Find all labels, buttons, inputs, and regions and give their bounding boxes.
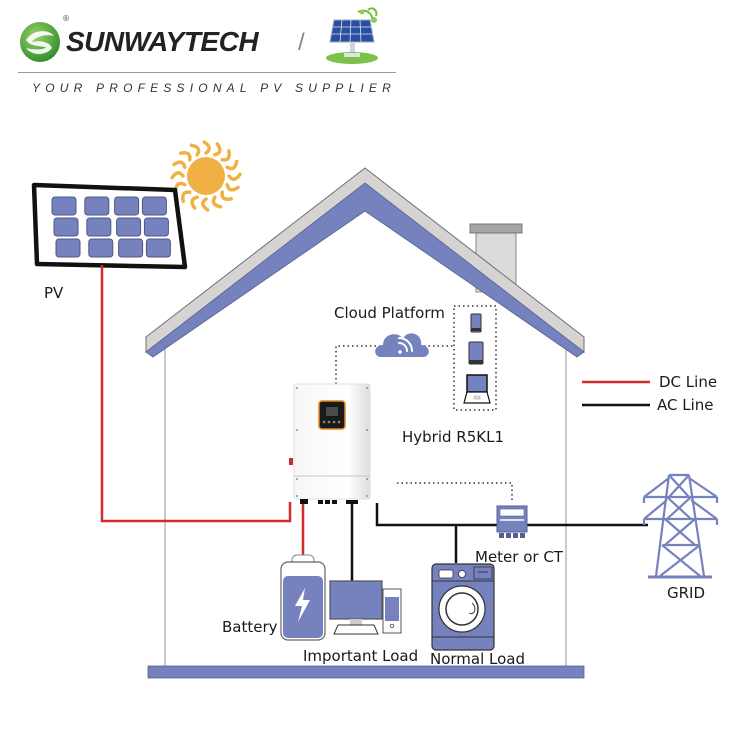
- solar-cell: [88, 238, 114, 258]
- sun-ray: [181, 190, 192, 203]
- normal-load-label: Normal Load: [430, 650, 526, 668]
- washing-machine-icon: [431, 563, 495, 651]
- brand-name: SUNWAYTECH: [66, 26, 259, 57]
- pv-label: PV: [44, 284, 64, 302]
- sun-ray: [170, 171, 185, 180]
- phone-icon: [470, 313, 482, 333]
- solar-cell: [145, 238, 171, 258]
- computer-icon: [329, 580, 402, 635]
- logo-swirl-icon: [20, 22, 60, 62]
- sun-ray: [201, 197, 210, 212]
- solar-cell: [53, 217, 79, 237]
- comm-lines: [335, 305, 513, 503]
- sun-ray: [227, 172, 242, 181]
- house-floor: [147, 665, 585, 679]
- meter-label: Meter or CT: [475, 548, 563, 566]
- sun-ray: [172, 160, 187, 169]
- sun-ray: [220, 149, 231, 162]
- solar-cell: [86, 217, 112, 237]
- ac-line-grid: [375, 503, 648, 527]
- sun-ray: [190, 195, 199, 210]
- brand-logo-mark: [18, 20, 62, 64]
- meter-icon: [496, 505, 528, 538]
- sun-ray: [225, 183, 240, 192]
- grid-label: GRID: [667, 584, 706, 602]
- solar-panel-icon: [31, 182, 188, 270]
- sun-ray: [225, 159, 239, 171]
- solar-logo-image: [322, 6, 384, 66]
- sun-ray: [220, 190, 233, 201]
- tagline: YOUR PROFESSIONAL PV SUPPLIER: [32, 81, 396, 95]
- tablet-icon: [468, 341, 484, 365]
- hybrid-inverter-icon: [289, 383, 371, 504]
- cloud-wifi-icon: [375, 333, 429, 357]
- battery-label: Battery: [222, 618, 278, 636]
- grid-tower-icon: [642, 473, 719, 579]
- solar-cell: [84, 196, 110, 216]
- solar-cell: [118, 238, 144, 258]
- solar-cell: [141, 196, 167, 216]
- inverter-label: Hybrid R5KL1: [402, 428, 505, 446]
- solar-cell: [143, 217, 169, 237]
- cloud-platform-label: Cloud Platform: [334, 304, 445, 322]
- battery-icon: [280, 554, 326, 641]
- sun-ray: [213, 142, 222, 157]
- legend-ac-label: AC Line: [657, 396, 714, 414]
- important-load-label: Important Load: [303, 647, 419, 665]
- solar-cell: [51, 196, 77, 216]
- legend-dc-label: DC Line: [659, 373, 718, 391]
- solar-cell: [116, 217, 142, 237]
- roof: [145, 167, 585, 358]
- solar-cell: [55, 238, 81, 258]
- dc-line-pv: [100, 265, 292, 523]
- registered-mark: ®: [62, 14, 70, 23]
- sun-ray: [202, 140, 211, 155]
- sun-ray: [189, 143, 201, 157]
- sun-ray: [179, 151, 192, 162]
- solar-cell: [114, 196, 140, 216]
- laptop-icon: [463, 374, 491, 404]
- sun-icon: [170, 140, 242, 212]
- sun-ray: [211, 195, 223, 209]
- header-divider: [18, 72, 396, 73]
- brand-separator: /: [298, 29, 305, 56]
- house-outline: [164, 345, 567, 672]
